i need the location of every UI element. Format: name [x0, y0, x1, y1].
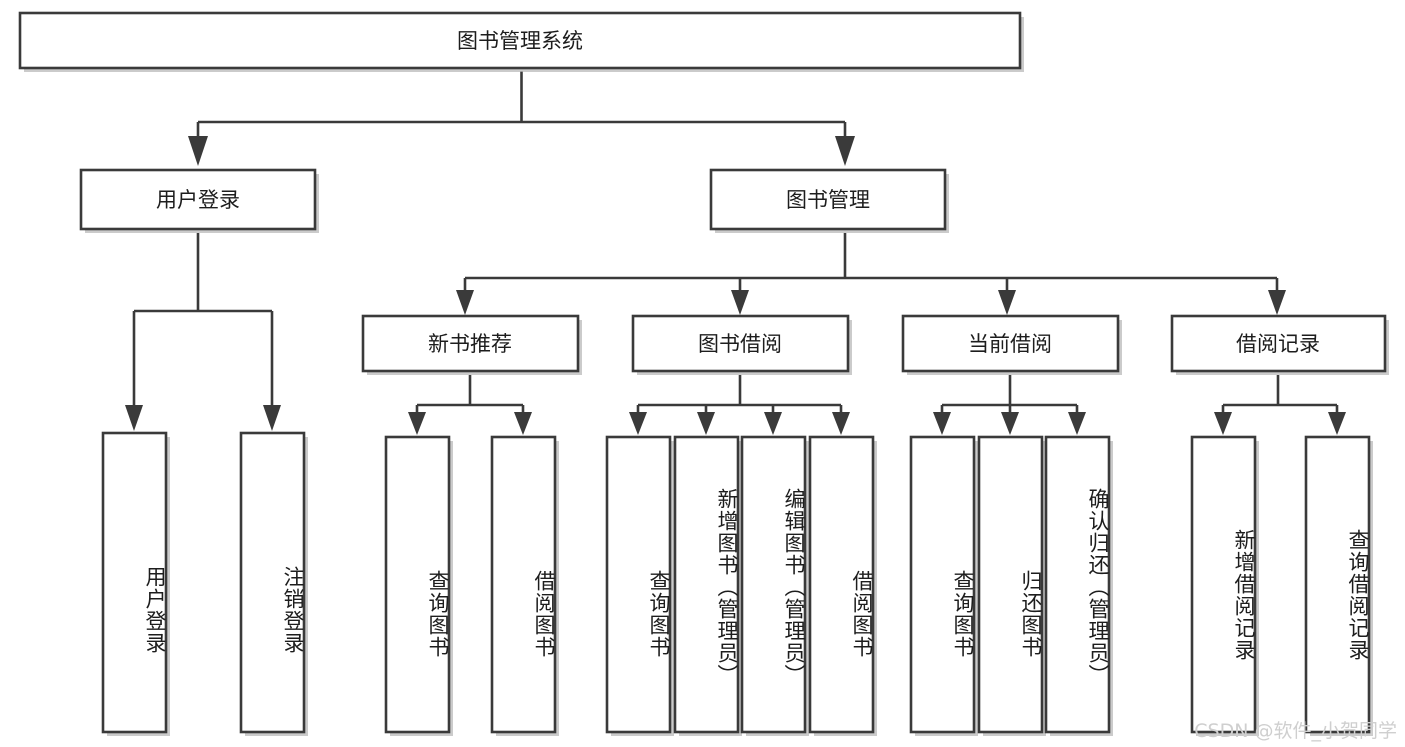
node-leaf-bookborrow-4[interactable] — [808, 435, 877, 736]
node-user-login[interactable]: 用户登录 — [79, 168, 319, 233]
arrowhead-login-leaf-1 — [125, 405, 143, 431]
node-leaf-bookborrow-2[interactable] — [673, 435, 742, 736]
arrowhead-root-to-bookmgmt — [835, 136, 855, 166]
connector-group-borrow-record — [1214, 375, 1346, 435]
node-root-rect[interactable] — [18, 11, 1022, 70]
node-leaf-newbook-2-rect[interactable] — [490, 435, 557, 734]
connector-group-user-login — [125, 233, 281, 431]
arrowhead-currentborrow-leaf-3 — [1068, 412, 1086, 435]
node-root[interactable]: 图书管理系统 — [18, 11, 1024, 72]
node-borrow-record[interactable]: 借阅记录 — [1170, 314, 1389, 375]
node-leaf-bookborrow-4-rect[interactable] — [808, 435, 875, 734]
arrowhead-bookmgmt-child-2 — [731, 290, 749, 315]
node-new-book-recommend-label: 新书推荐 — [428, 332, 512, 356]
connector-group-new-book — [408, 375, 532, 435]
arrowhead-borrowrecord-leaf-2 — [1328, 412, 1346, 435]
node-leaf-currentborrow-1[interactable] — [909, 435, 978, 736]
arrowhead-borrowrecord-leaf-1 — [1214, 412, 1232, 435]
arrowhead-newbook-leaf-2 — [514, 412, 532, 435]
node-new-book-recommend[interactable]: 新书推荐 — [361, 314, 582, 375]
node-leaf-bookborrow-3[interactable] — [740, 435, 809, 736]
arrowhead-bookborrow-leaf-2 — [697, 412, 715, 435]
node-borrow-record-rect[interactable] — [1170, 314, 1387, 373]
arrowhead-bookmgmt-child-4 — [1268, 290, 1286, 315]
node-leaf-user-login-1[interactable] — [101, 431, 170, 736]
node-user-login-rect[interactable] — [79, 168, 317, 231]
arrowhead-bookmgmt-child-3 — [998, 290, 1016, 315]
node-book-borrow[interactable]: 图书借阅 — [631, 314, 852, 375]
node-leaf-bookborrow-3-rect[interactable] — [740, 435, 807, 734]
connector-group-book-borrow — [629, 375, 850, 435]
connector-group-root — [188, 71, 855, 166]
arrowhead-bookborrow-leaf-3 — [764, 412, 782, 435]
node-leaf-borrowrecord-2[interactable] — [1304, 435, 1373, 736]
node-leaf-bookborrow-1-rect[interactable] — [605, 435, 672, 734]
node-leaf-currentborrow-3-rect[interactable] — [1044, 435, 1111, 734]
node-leaf-user-login-1-rect[interactable] — [101, 431, 168, 734]
node-book-management-label: 图书管理 — [786, 188, 870, 212]
arrowhead-bookmgmt-child-1 — [456, 290, 474, 315]
node-book-borrow-label: 图书借阅 — [698, 332, 782, 356]
node-current-borrow-rect[interactable] — [901, 314, 1120, 373]
arrowhead-root-to-login — [188, 136, 208, 166]
node-leaf-user-login-2-rect[interactable] — [239, 431, 306, 734]
node-user-login-label: 用户登录 — [156, 188, 240, 212]
arrowhead-login-leaf-2 — [263, 405, 281, 431]
arrowhead-bookborrow-leaf-1 — [629, 412, 647, 435]
node-current-borrow-label: 当前借阅 — [968, 332, 1052, 356]
node-leaf-currentborrow-1-rect[interactable] — [909, 435, 976, 734]
node-book-management[interactable]: 图书管理 — [709, 168, 949, 233]
node-leaf-currentborrow-3[interactable] — [1044, 435, 1113, 736]
node-root-label: 图书管理系统 — [457, 29, 583, 53]
node-leaf-currentborrow-2[interactable] — [977, 435, 1046, 736]
node-book-borrow-rect[interactable] — [631, 314, 850, 373]
node-borrow-record-label: 借阅记录 — [1236, 332, 1320, 356]
node-new-book-recommend-rect[interactable] — [361, 314, 580, 373]
node-leaf-user-login-2[interactable] — [239, 431, 308, 736]
csdn-watermark: CSDN @软件_小贺同学 — [1194, 720, 1397, 742]
node-book-management-rect[interactable] — [709, 168, 947, 231]
node-leaf-currentborrow-2-rect[interactable] — [977, 435, 1044, 734]
node-leaf-borrowrecord-1[interactable] — [1190, 435, 1259, 736]
node-leaf-newbook-1-rect[interactable] — [384, 435, 451, 734]
node-leaf-bookborrow-2-rect[interactable] — [673, 435, 740, 734]
node-leaf-newbook-1[interactable] — [384, 435, 453, 736]
node-current-borrow[interactable]: 当前借阅 — [901, 314, 1122, 375]
node-leaf-bookborrow-1[interactable] — [605, 435, 674, 736]
arrowhead-currentborrow-leaf-1 — [933, 412, 951, 435]
arrowhead-newbook-leaf-1 — [408, 412, 426, 435]
node-leaf-borrowrecord-2-rect[interactable] — [1304, 435, 1371, 734]
connector-group-current-borrow — [933, 375, 1086, 435]
arrowhead-currentborrow-leaf-2 — [1001, 412, 1019, 435]
node-leaf-borrowrecord-1-rect[interactable] — [1190, 435, 1257, 734]
connector-group-book-mgmt — [456, 233, 1286, 315]
node-leaf-newbook-2[interactable] — [490, 435, 559, 736]
arrowhead-bookborrow-leaf-4 — [832, 412, 850, 435]
